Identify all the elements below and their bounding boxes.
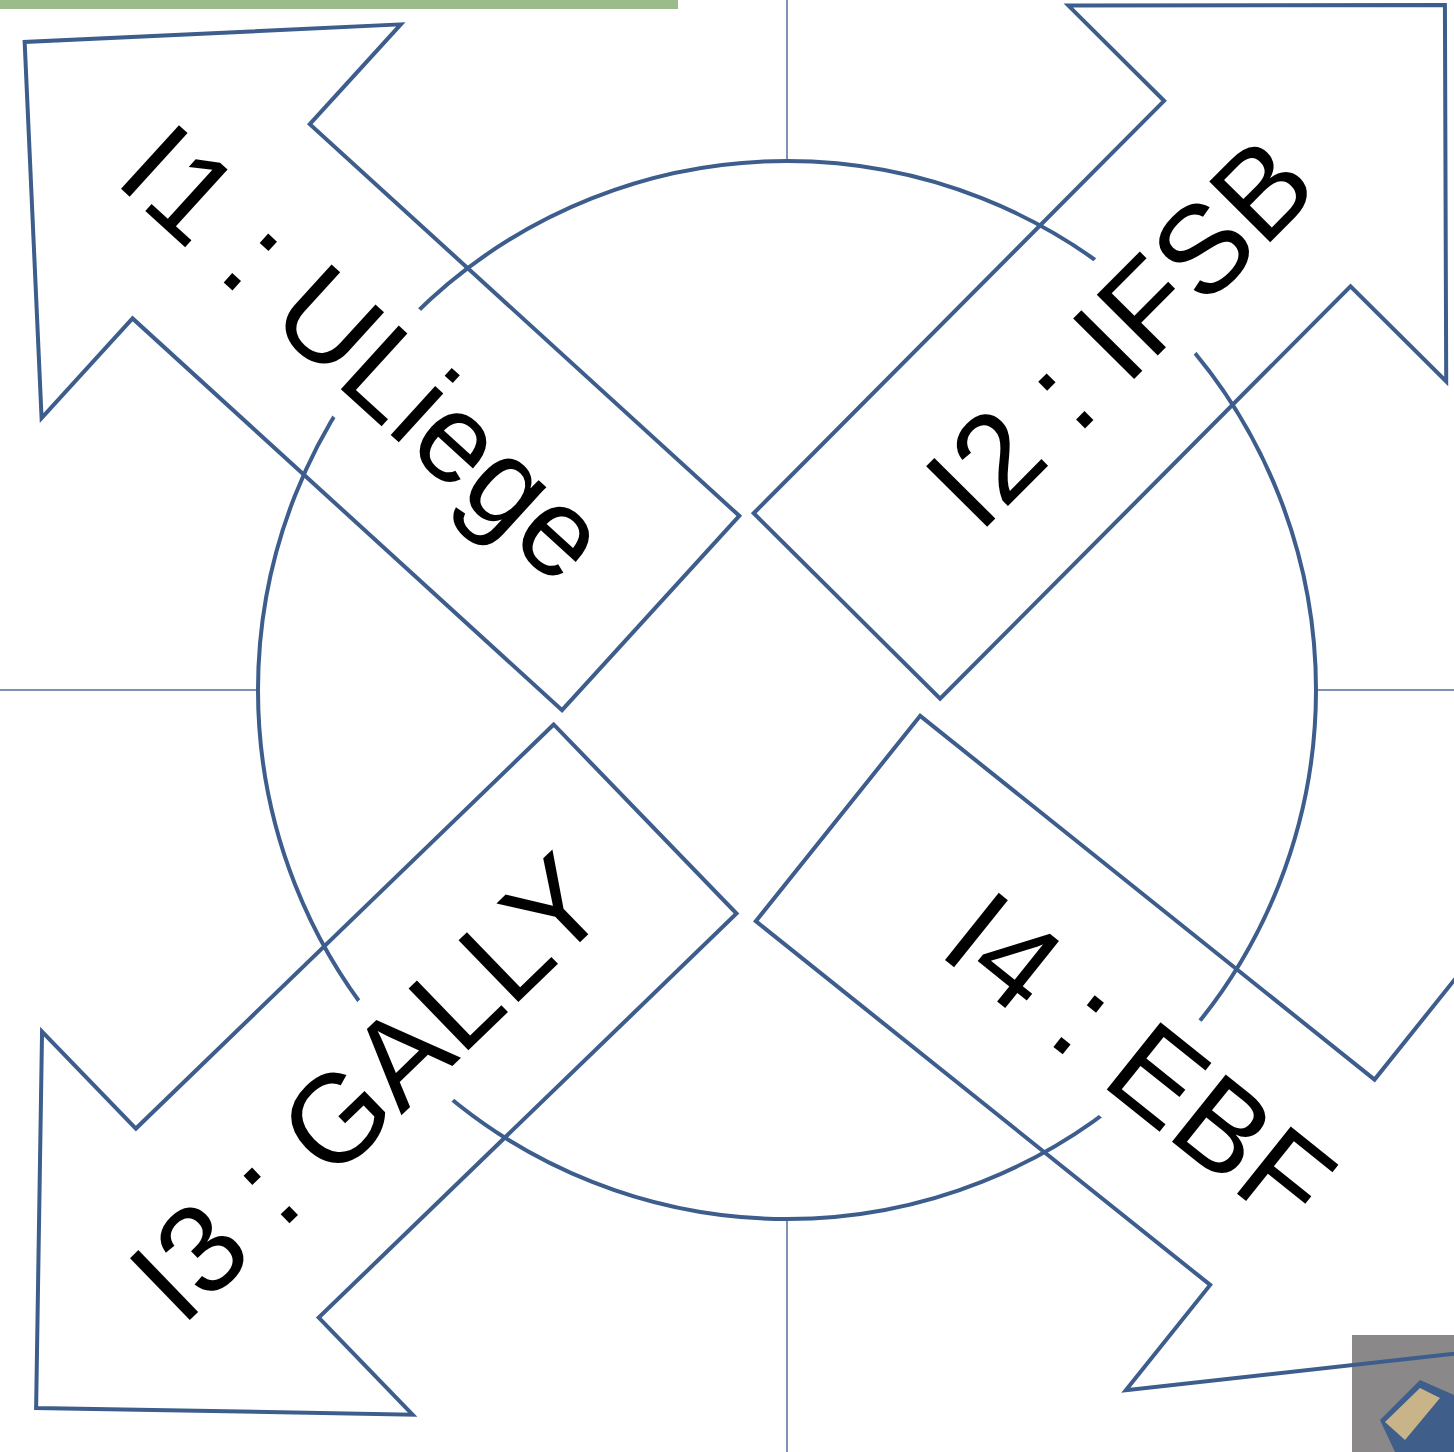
axis-line xyxy=(1318,689,1454,691)
arrow-outline xyxy=(658,0,1454,794)
arrow-outline xyxy=(0,627,830,1452)
arrow-outline xyxy=(671,610,1454,1452)
top-bar xyxy=(0,0,678,9)
arrow-shape: I1 : ULiege xyxy=(0,0,831,810)
arrow-shape: I4 : EBF xyxy=(671,610,1454,1452)
corner-picture xyxy=(1352,1335,1454,1452)
arrow-shape: I2 : IFSB xyxy=(658,0,1454,794)
arrow-shape: I3 : GALLY xyxy=(0,627,830,1452)
axis-line xyxy=(786,0,788,162)
arrow-outline xyxy=(0,0,831,810)
partner-label: I4 : EBF xyxy=(920,864,1359,1254)
axis-line xyxy=(0,689,258,691)
partner-label: I2 : IFSB xyxy=(899,111,1339,552)
axis-line xyxy=(786,1220,788,1452)
